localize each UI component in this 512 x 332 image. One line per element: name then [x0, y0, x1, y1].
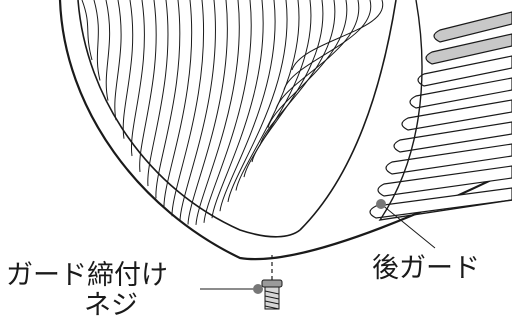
rear-guard-label: 後ガード [372, 253, 480, 284]
rear-guard-slat [385, 143, 512, 175]
fan-blade [122, 0, 134, 139]
rear-guard-frame [378, 0, 512, 221]
fan-blade [139, 0, 157, 172]
guard-screw [261, 279, 283, 310]
fan-blade [251, 0, 324, 163]
fan-blade [203, 0, 252, 223]
fan-blade [105, 0, 111, 101]
fan-blade [227, 0, 288, 202]
rear-guard-slat [425, 33, 512, 65]
guard-screw-label-line2: ネジ [84, 290, 138, 321]
rear-guard-leader-dot [376, 199, 386, 209]
rear-guard-slats [369, 11, 512, 219]
fan-blade [114, 0, 122, 121]
fan-blade [267, 0, 348, 128]
rear-guard-slat [417, 55, 512, 87]
fan-blade [81, 0, 93, 61]
screw-thread [264, 290, 280, 310]
fan-blade [259, 0, 336, 146]
fan-blade [163, 0, 193, 209]
fan-blade [130, 0, 145, 157]
fan-housing-right-edge [299, 0, 397, 231]
fan-blade [211, 0, 264, 219]
fan-blades [81, 0, 384, 225]
screw-leader-dot [253, 284, 263, 294]
fan-blade [171, 0, 205, 217]
fan-blade [195, 0, 240, 225]
rear-guard-slat [377, 165, 512, 197]
rear-guard-leader-line [380, 203, 436, 249]
fan-blade [187, 0, 228, 225]
rear-guard-slat [433, 11, 512, 43]
rear-guard-slat [393, 121, 512, 153]
fan-blade [147, 0, 169, 187]
fan-blade [275, 0, 360, 110]
fan-blade [235, 0, 300, 191]
screw-head [261, 279, 283, 288]
fan-blade [283, 0, 372, 90]
fan-blade [291, 0, 384, 71]
guard-screw-label-line1: ガード締付け [6, 260, 168, 291]
rear-guard-slat [409, 77, 512, 109]
rear-guard-slat [401, 99, 512, 131]
fan-blade [155, 0, 181, 199]
fan-blade [93, 0, 101, 81]
fan-housing-inner-rim [77, 0, 301, 238]
fan-blade [179, 0, 216, 222]
fan-blade [219, 0, 276, 212]
fan-blade [243, 0, 312, 178]
